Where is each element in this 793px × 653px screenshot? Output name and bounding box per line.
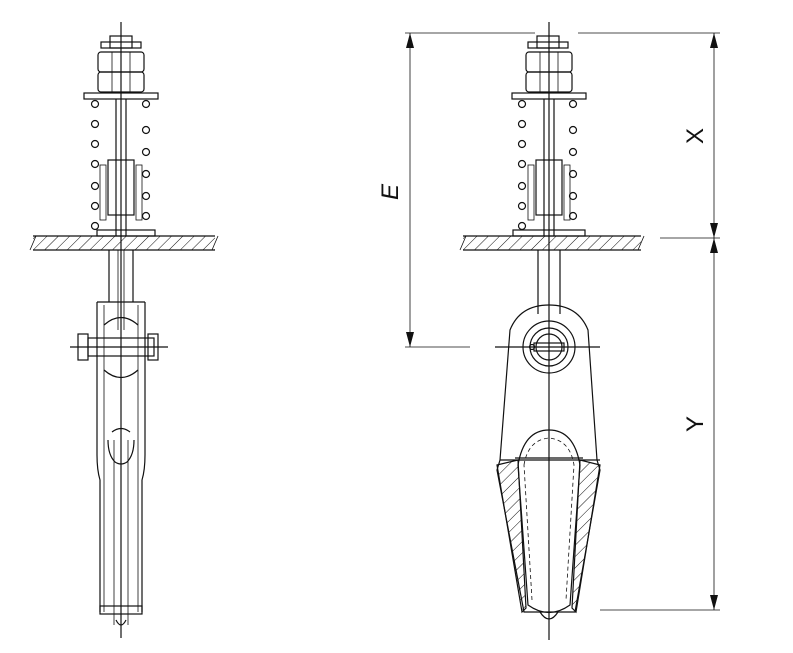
pin-left [70,333,168,361]
dimension-y [600,238,720,611]
rod-lower-left [108,250,134,330]
mounting-plate-right [459,235,645,251]
mounting-plate-left [29,235,219,251]
dimension-e [405,32,535,348]
label-e: E [377,183,404,200]
side-view [29,22,219,638]
rod-lower-right [537,250,561,314]
label-y: Y [682,416,709,432]
socket-body-right [496,304,601,620]
spring-coils-left [90,99,151,231]
threaded-rod-left [96,99,156,237]
front-view [459,22,645,640]
spring-coils-right [517,99,578,231]
dimension-x [578,32,720,239]
label-x: X [682,128,709,144]
